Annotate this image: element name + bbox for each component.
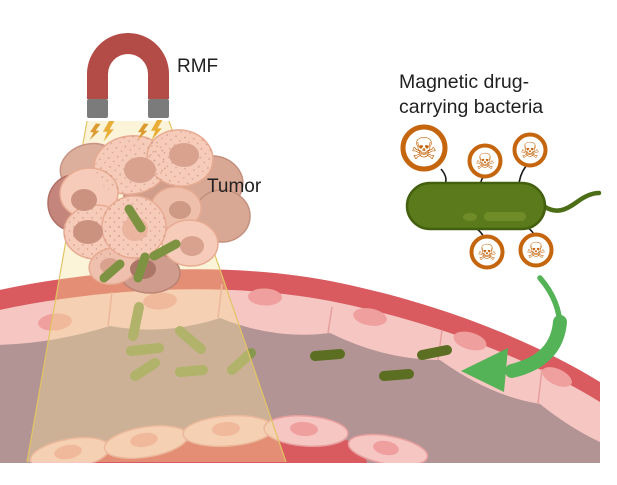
magnet-pole-right [148,99,169,118]
drug-carrying-bacterium: ☠ ☠ ☠ ☠ ☠ [400,124,602,270]
endothelial-cell-borders [107,283,543,405]
skull-crossbones-drug-icon [400,124,448,172]
skull-crossbones-drug-icon [469,234,505,270]
skull-crossbones-drug-icon [467,143,503,179]
blood-vessel [0,269,600,463]
horseshoe-magnet-icon [87,33,169,99]
curved-arrow-icon [461,275,567,392]
bacterium-highlight [463,213,477,221]
drug-capsules: ☠ ☠ ☠ ☠ ☠ [400,124,554,270]
endothelial-nuclei-bottom [54,421,399,460]
skull-glyph: ☠ [526,239,546,264]
skull-glyph: ☠ [411,132,438,167]
bacterium-highlight [484,212,526,221]
tumor-bacteria-rods [99,204,181,283]
skull-crossbones-drug-icon [518,232,554,268]
tumor-illustration [47,129,251,294]
bacteria-label: Magnetic drug- carrying bacteria [399,71,544,118]
tumor-label: Tumor [207,176,262,197]
flagellum [542,190,602,213]
endothelial-nuclei-top [38,288,572,387]
skull-crossbones-drug-icon [512,132,548,168]
skull-glyph: ☠ [477,241,497,266]
magnet-pole-left [87,99,108,118]
skull-glyph: ☠ [520,139,540,164]
rmf-label: RMF [177,56,219,77]
lumen-bacteria-right-group [310,345,452,381]
skull-glyph: ☠ [475,150,495,175]
lumen-bacteria-left-group [126,302,256,381]
bacterium-body [405,181,547,231]
rmf-magnet [87,33,169,142]
